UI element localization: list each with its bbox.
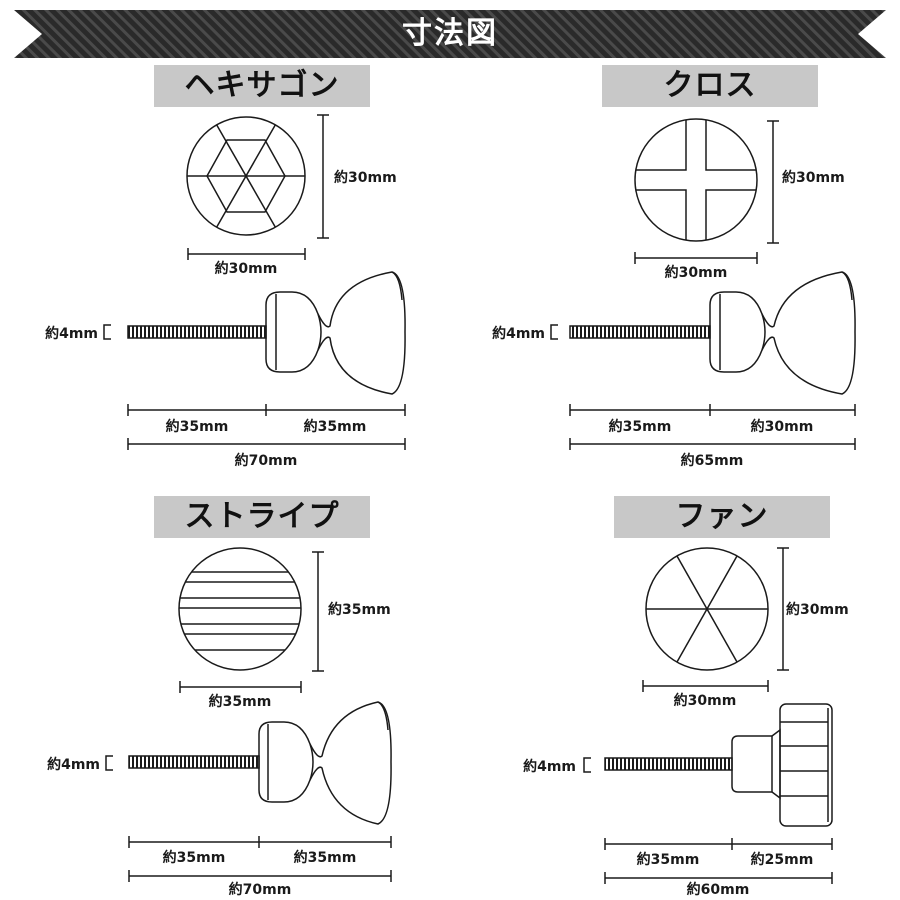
hexagon-face — [186, 116, 306, 236]
stripe-shaft-diameter: 約4mm — [47, 756, 100, 773]
hexagon-shaft-diameter: 約4mm — [45, 325, 98, 342]
cross-total-length: 約65mm — [681, 452, 744, 469]
hexagon-knob-side — [127, 271, 406, 395]
fan-face-width: 約30mm — [674, 692, 737, 709]
fan-screw-length: 約35mm — [637, 851, 700, 868]
stripe-total-length: 約70mm — [229, 881, 292, 898]
cross-face-width: 約30mm — [665, 264, 728, 281]
cross-knob-length: 約30mm — [751, 418, 814, 435]
hexagon-face-height: 約30mm — [334, 169, 397, 186]
cross-face-height: 約30mm — [782, 169, 845, 186]
hexagon-face-width: 約30mm — [215, 260, 278, 277]
cross-shaft-diameter: 約4mm — [492, 325, 545, 342]
stripe-screw-length: 約35mm — [163, 849, 226, 866]
hexagon-screw-length: 約35mm — [166, 418, 229, 435]
cross-knob-side — [569, 271, 856, 395]
hexagon-knob-length: 約35mm — [304, 418, 367, 435]
fan-face — [645, 547, 769, 671]
page-title: 寸法図 — [402, 16, 498, 51]
stripe-knob-side — [128, 701, 392, 825]
cross-label: クロス — [602, 65, 818, 107]
fan-knob-length: 約25mm — [751, 851, 814, 868]
fan-face-height: 約30mm — [786, 601, 849, 618]
hexagon-total-length: 約70mm — [235, 452, 298, 469]
hexagon-label: ヘキサゴン — [154, 65, 370, 107]
fan-label: ファン — [614, 496, 830, 538]
stripe-face-height: 約35mm — [328, 601, 391, 618]
stripe-label: ストライプ — [154, 496, 370, 538]
cross-face — [634, 118, 758, 242]
fan-knob-side — [604, 703, 833, 827]
stripe-face — [178, 547, 302, 671]
stripe-face-width: 約35mm — [209, 693, 272, 710]
stripe-knob-length: 約35mm — [294, 849, 357, 866]
cross-screw-length: 約35mm — [609, 418, 672, 435]
fan-total-length: 約60mm — [687, 881, 750, 898]
fan-shaft-diameter: 約4mm — [523, 758, 576, 775]
title-banner — [14, 10, 886, 58]
